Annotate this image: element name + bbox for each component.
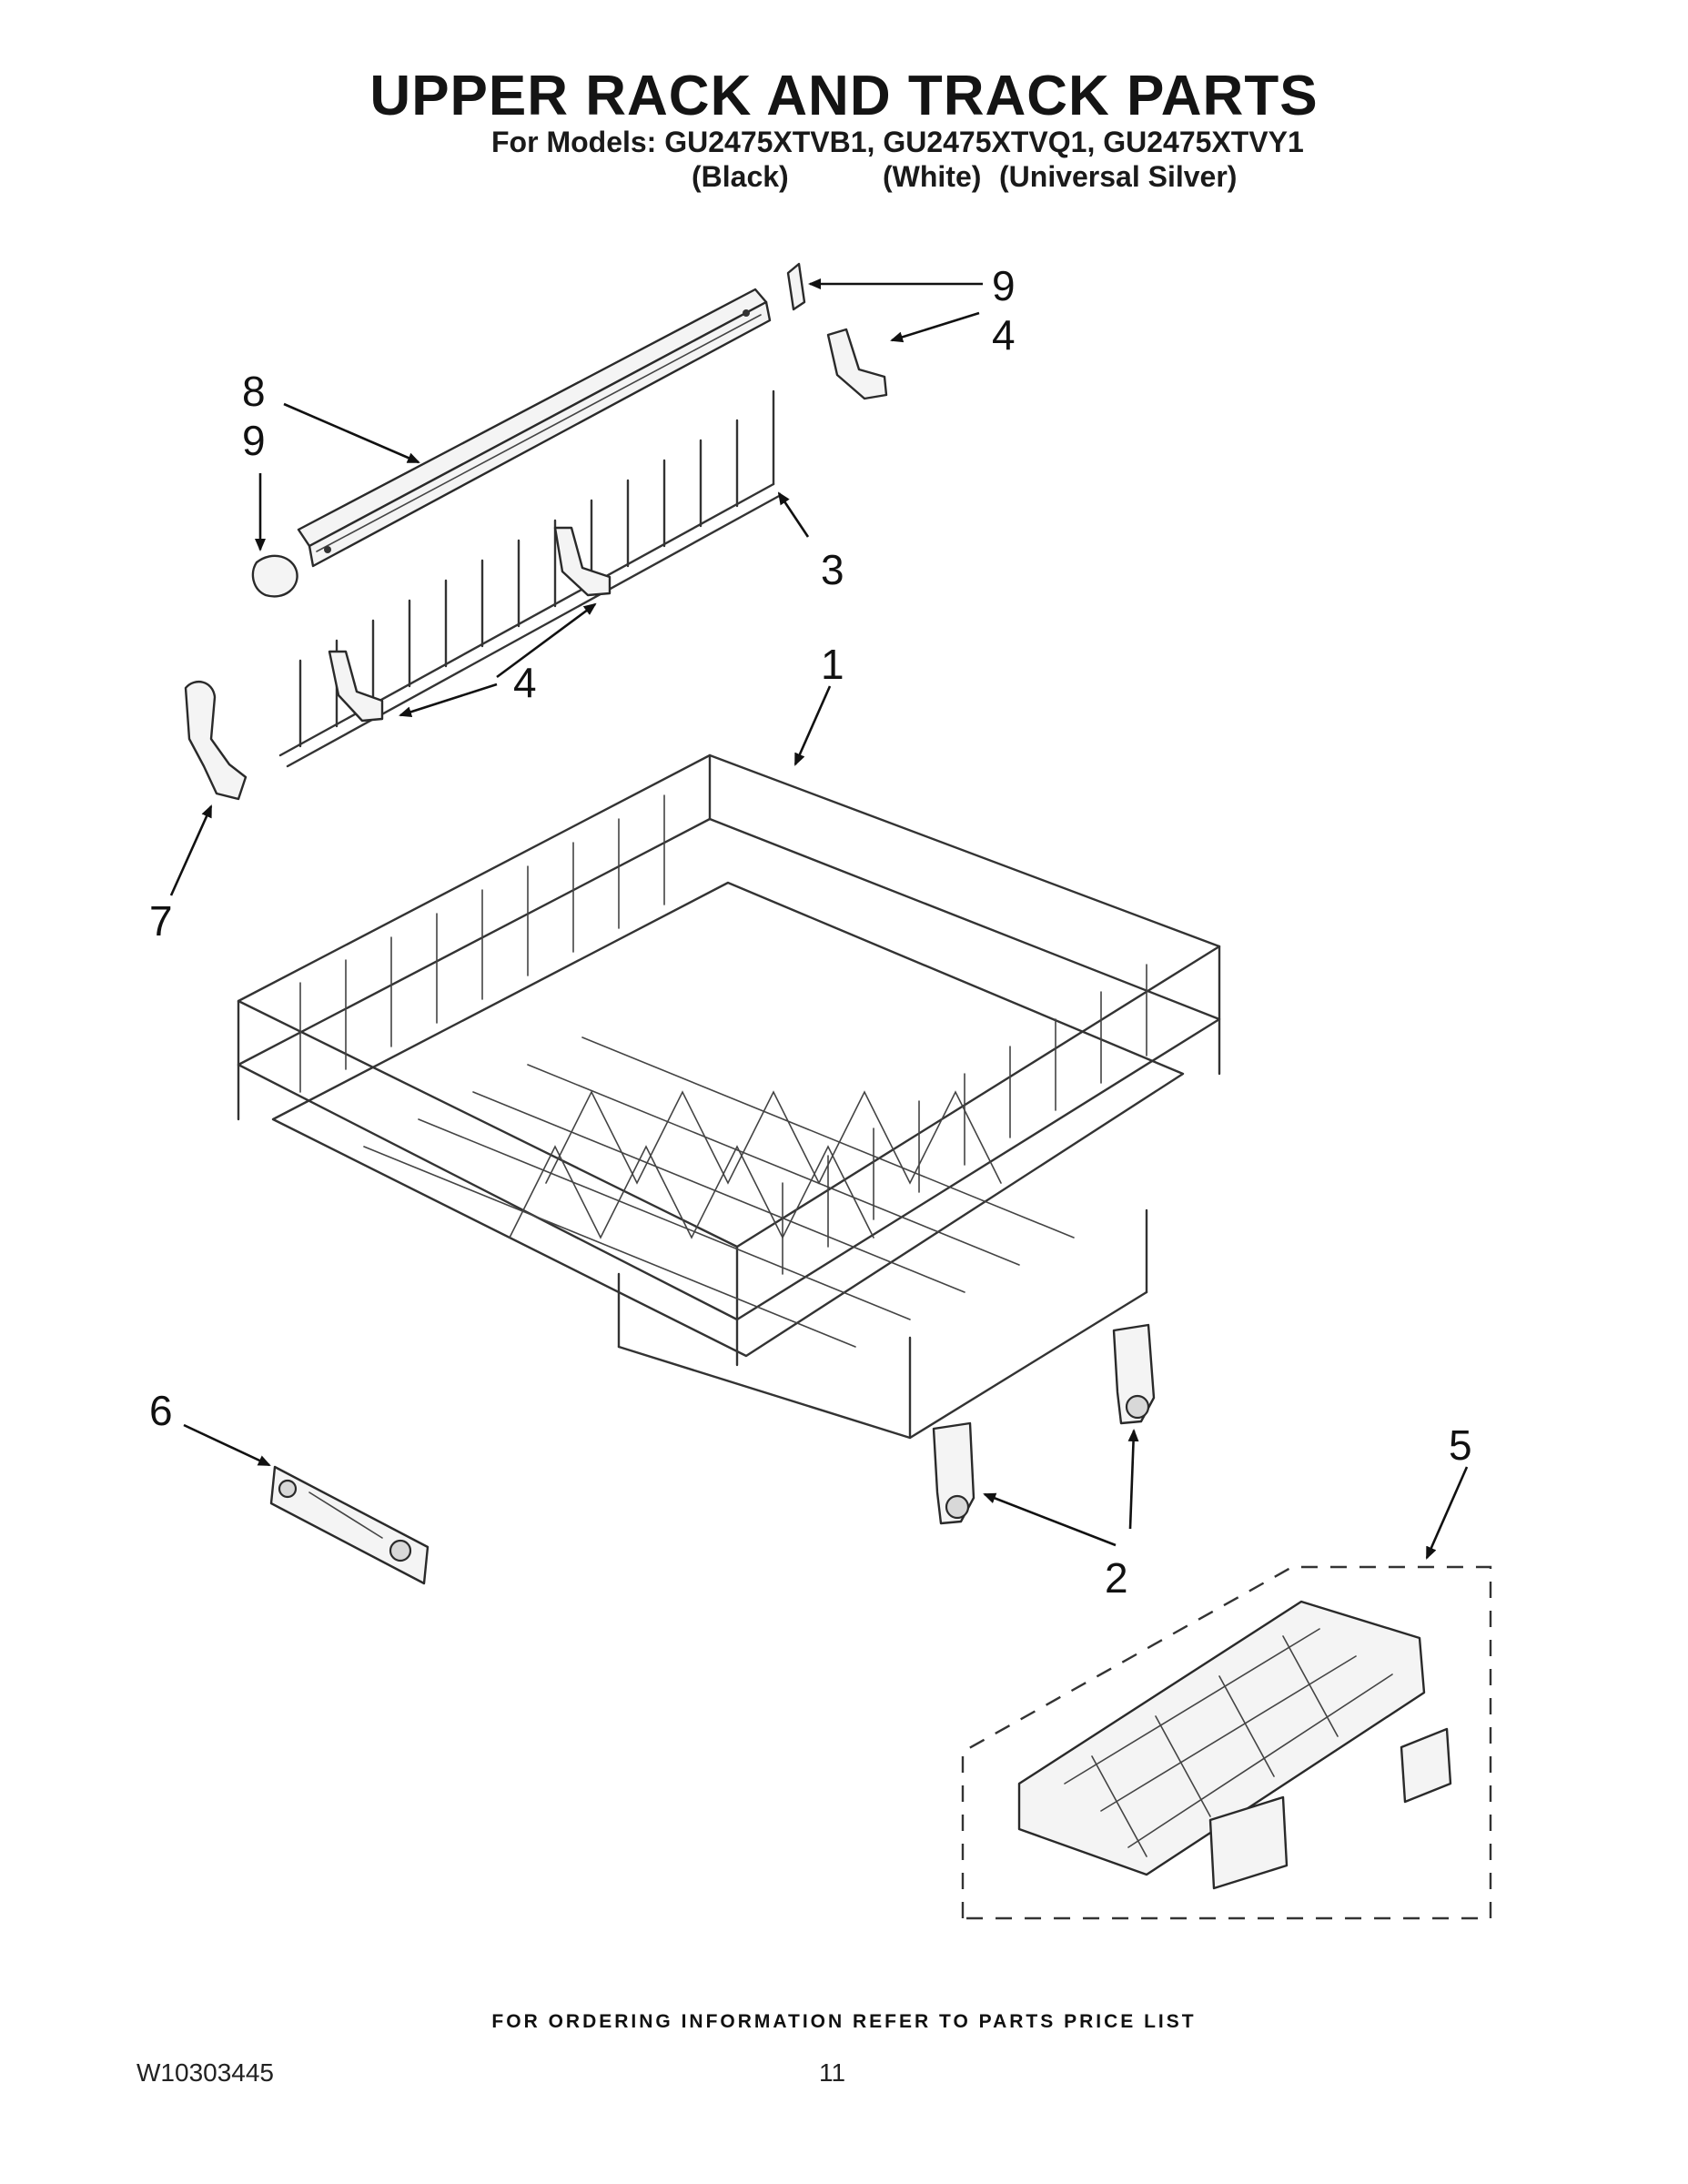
callout-leaders xyxy=(169,278,1469,1560)
callout-9-left: 9 xyxy=(242,417,266,464)
rack-adjuster-part xyxy=(184,680,248,801)
track-stop-part xyxy=(269,1465,430,1585)
rack-roller-part xyxy=(932,1323,1156,1525)
upper-rack-part xyxy=(237,753,1221,1440)
track-end-cap-part xyxy=(251,262,806,598)
shelf-clip-part xyxy=(328,328,888,723)
track-bar-part xyxy=(297,288,772,568)
callout-8: 8 xyxy=(242,368,266,415)
page-title: UPPER RACK AND TRACK PARTS xyxy=(369,65,1319,127)
models-line: For Models: GU2475XTVB1, GU2475XTVQ1, GU… xyxy=(491,126,1304,158)
ordering-info-note: FOR ORDERING INFORMATION REFER TO PARTS … xyxy=(491,2011,1197,2032)
callout-1: 1 xyxy=(821,641,844,688)
callout-5: 5 xyxy=(1449,1421,1472,1469)
color-label-white: (White) xyxy=(883,160,982,193)
callout-7: 7 xyxy=(149,897,173,945)
callout-2: 2 xyxy=(1105,1554,1128,1602)
callout-numbers: 9 4 8 9 3 4 1 7 6 2 5 xyxy=(149,262,1472,1602)
callout-3: 3 xyxy=(821,546,844,593)
document-number: W10303445 xyxy=(136,2058,275,2087)
callout-9-top: 9 xyxy=(992,262,1016,309)
callout-4-middle: 4 xyxy=(513,659,537,706)
page-number: 11 xyxy=(819,2058,846,2087)
callout-6: 6 xyxy=(149,1387,173,1434)
utensil-tray-kit-part xyxy=(961,1565,1492,1920)
color-label-black: (Black) xyxy=(692,160,789,193)
callout-4-top: 4 xyxy=(992,311,1016,359)
color-label-silver: (Universal Silver) xyxy=(999,160,1238,193)
